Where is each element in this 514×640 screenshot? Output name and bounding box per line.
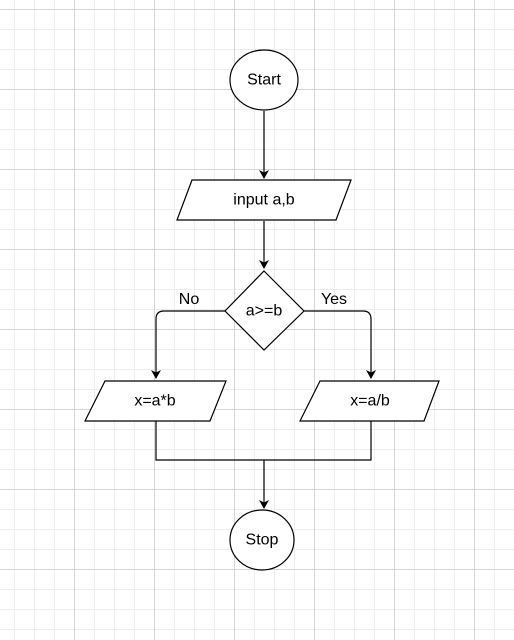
node-input[interactable]: input a,b [176, 179, 352, 221]
multiply-parallelogram [84, 380, 227, 422]
edge-label-yes: Yes [321, 291, 347, 308]
stop-ellipse [229, 509, 295, 571]
edge-label-no: No [179, 291, 200, 308]
input-label: input a,b [233, 192, 294, 209]
stop-label: Stop [246, 532, 279, 549]
divide-label: x=a/b [350, 393, 390, 410]
decision-label: a>=b [246, 303, 283, 320]
divide-parallelogram [299, 380, 440, 422]
input-parallelogram [176, 179, 352, 221]
node-divide[interactable]: x=a/b [299, 380, 440, 422]
node-stop[interactable]: Stop [229, 509, 295, 571]
decision-diamond [224, 270, 305, 351]
node-decision[interactable]: a>=b [224, 270, 305, 351]
start-ellipse [229, 49, 299, 111]
node-multiply[interactable]: x=a*b [84, 380, 227, 422]
node-start[interactable]: Start [229, 49, 299, 111]
start-label: Start [247, 72, 281, 89]
edge-decision-yes [304, 310, 376, 379]
edge-decision-no [151, 310, 225, 379]
edge-merge-lines [155, 421, 372, 461]
multiply-label: x=a*b [134, 393, 175, 410]
